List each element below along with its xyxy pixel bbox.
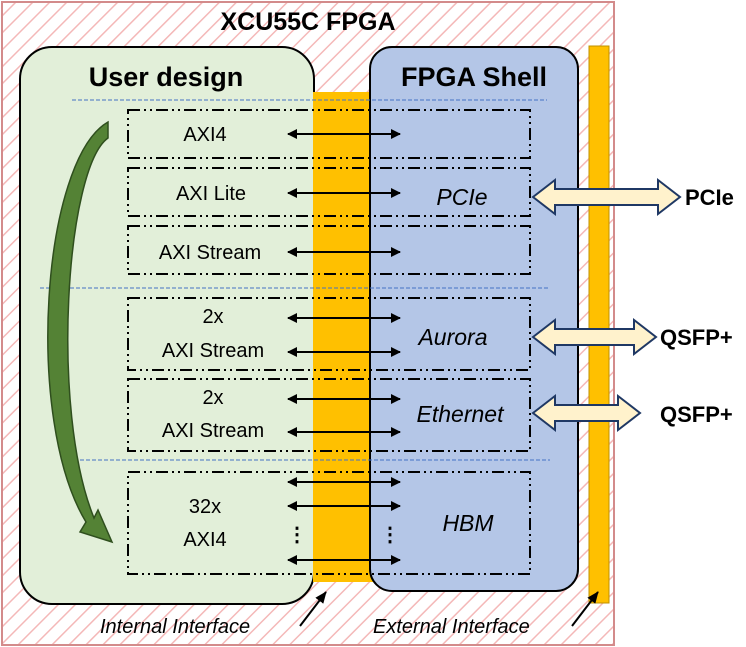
ellipsis-left: ⋮ bbox=[287, 524, 307, 546]
double-arrow-icon bbox=[531, 393, 642, 433]
interface-row-box bbox=[127, 167, 531, 217]
interface-row-count: 2x bbox=[202, 387, 223, 409]
interface-row-label: AXI Stream bbox=[159, 242, 261, 264]
shell-interface-label: Aurora bbox=[416, 324, 487, 350]
interface-row-label: AXI Stream bbox=[162, 420, 264, 442]
external-qsfp-aurora-arrow: QSFP+ bbox=[531, 317, 733, 357]
external-qsfp-label: QSFP+ bbox=[660, 402, 733, 427]
interface-row-count: 32x bbox=[189, 496, 221, 518]
double-arrow-icon bbox=[531, 317, 658, 357]
interface-row-label: AXI4 bbox=[183, 529, 226, 551]
ethernet-group: 2x AXI Stream Ethernet bbox=[127, 378, 531, 452]
shell-interface-label: Ethernet bbox=[417, 401, 506, 427]
external-qsfp-label: QSFP+ bbox=[660, 325, 733, 350]
interface-row-box bbox=[127, 471, 531, 575]
external-pcie-label: PCIe bbox=[685, 185, 734, 210]
aurora-group: 2x AXI Stream Aurora bbox=[127, 297, 531, 371]
fpga-shell-label: FPGA Shell bbox=[401, 62, 547, 92]
shell-interface-label: HBM bbox=[442, 510, 494, 536]
pointer-arrow bbox=[571, 591, 599, 627]
interface-row-box bbox=[127, 225, 531, 275]
shell-interface-label: PCIe bbox=[436, 184, 487, 210]
double-arrow-icon bbox=[531, 177, 682, 217]
interface-row-label: AXI Lite bbox=[176, 183, 246, 205]
interface-row-label: AXI4 bbox=[183, 124, 226, 146]
external-interface-bar bbox=[588, 45, 610, 604]
ellipsis-right: ⋮ bbox=[380, 524, 400, 546]
external-interface-annotation: External Interface bbox=[373, 616, 530, 638]
interface-row-label: AXI Stream bbox=[162, 340, 264, 362]
internal-interface-annotation: Internal Interface bbox=[100, 616, 250, 638]
interface-row-box bbox=[127, 378, 531, 452]
interface-row-box bbox=[127, 297, 531, 371]
external-pcie-arrow: PCIe bbox=[531, 177, 734, 217]
user-design-label: User design bbox=[89, 62, 244, 92]
internal-interface-bar bbox=[313, 92, 373, 582]
loop-arrow-icon bbox=[47, 120, 114, 544]
interface-row-box bbox=[127, 109, 531, 159]
fpga-title: XCU55C FPGA bbox=[220, 8, 395, 36]
pcie-group: AXI4 AXI Lite AXI Stream PCIe bbox=[127, 109, 531, 275]
pointer-arrow bbox=[299, 591, 327, 627]
hbm-group: 32x AXI4 ⋮ ⋮ HBM bbox=[127, 471, 531, 575]
interface-row-count: 2x bbox=[202, 306, 223, 328]
external-qsfp-ethernet-arrow: QSFP+ bbox=[531, 393, 733, 433]
